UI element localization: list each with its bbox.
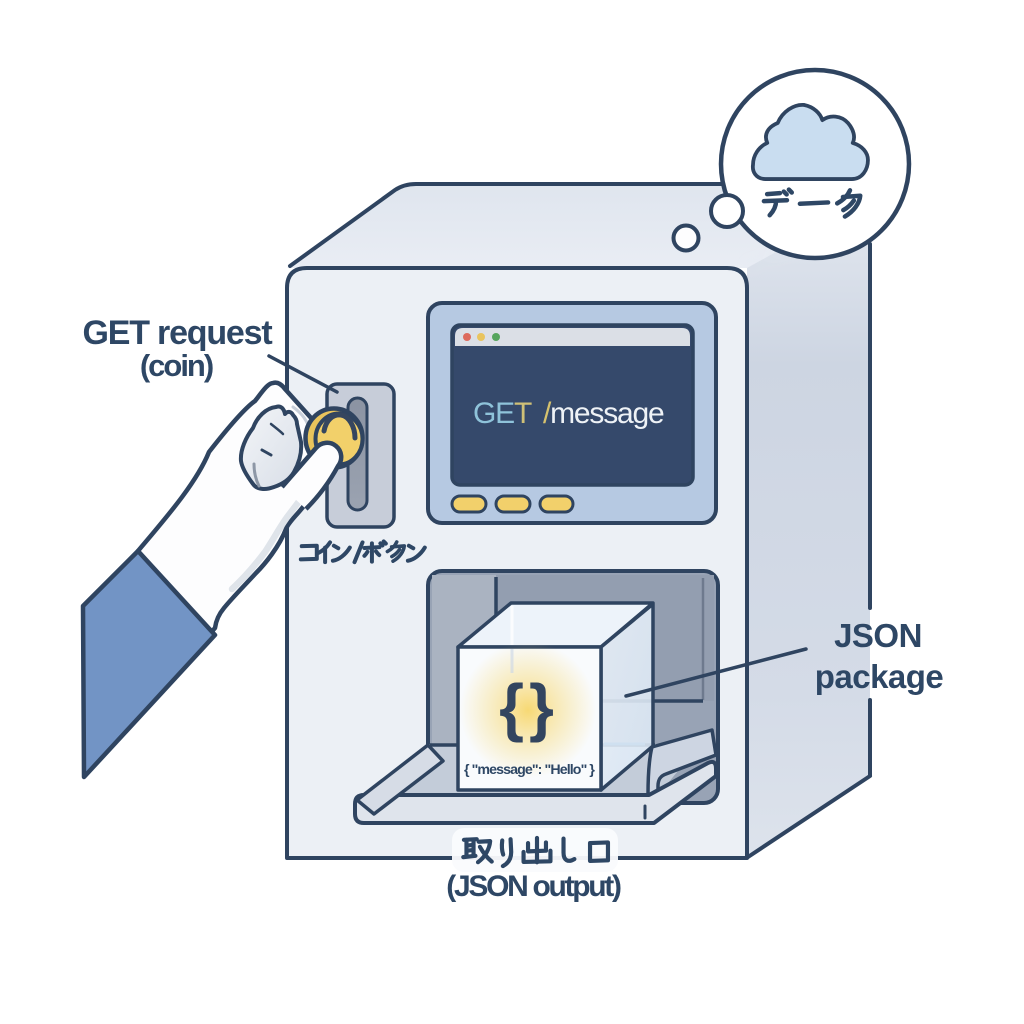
svg-text:JSON: JSON xyxy=(834,617,922,654)
svg-text:GET: GET xyxy=(473,397,532,430)
svg-text:(coin): (coin) xyxy=(140,348,213,383)
svg-text:{ "message": "Hello" }: { "message": "Hello" } xyxy=(464,762,595,778)
svg-text:GET request: GET request xyxy=(83,314,273,352)
svg-text:/message: /message xyxy=(543,397,664,430)
svg-text:package: package xyxy=(815,658,944,695)
svg-text:(JSON output): (JSON output) xyxy=(446,870,621,903)
svg-text:{}: {} xyxy=(499,671,559,743)
